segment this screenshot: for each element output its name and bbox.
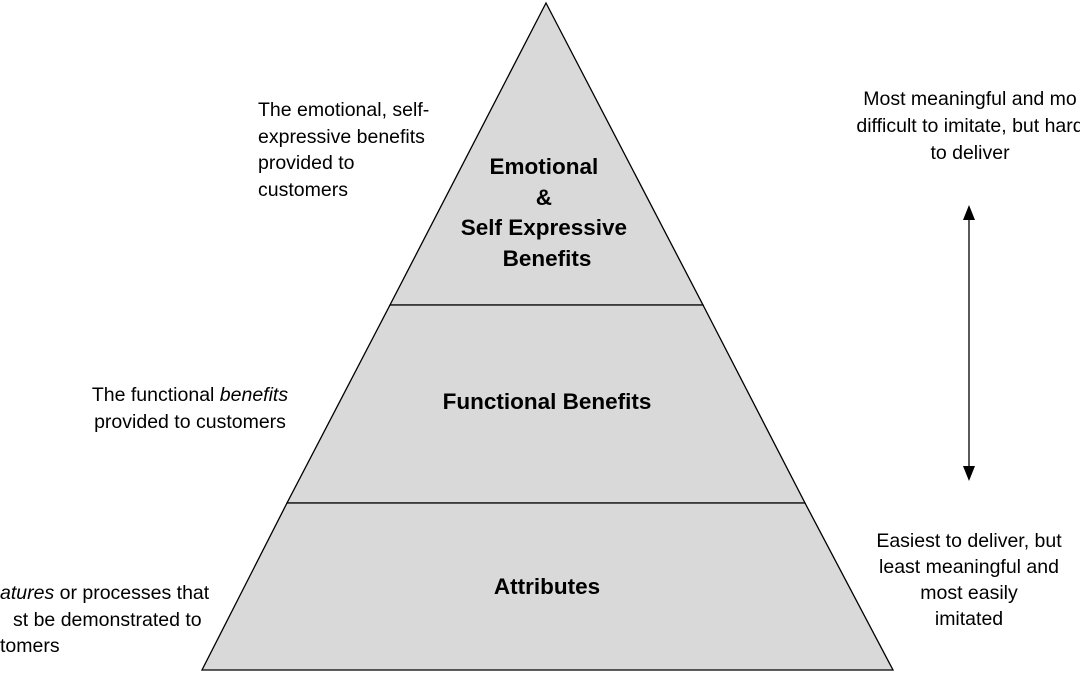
right-note-top: Most meaningful and mo difficult to imit… — [820, 86, 1080, 167]
left-note-attributes-line: tomers — [0, 635, 60, 657]
right-note-bottom-line: least meaningful and — [879, 556, 1059, 578]
left-note-emotional: The emotional, self- expressive benefits… — [258, 97, 429, 203]
tier-label-attributes: Attributes — [494, 574, 600, 599]
left-note-emotional-line: The emotional, self- — [258, 99, 430, 121]
right-note-top-line: to deliver — [930, 142, 1010, 164]
pyramid-tier-attributes — [200, 502, 895, 671]
tier-label-emotional: Emotional & Self Expressive Benefits — [461, 154, 634, 271]
right-note-bottom: Easiest to deliver, but least meaningful… — [855, 528, 1080, 632]
right-note-bottom-line: Easiest to deliver, but — [876, 530, 1062, 552]
left-note-functional-text: The functional — [91, 384, 220, 406]
right-note-bottom-line: most easily — [920, 582, 1018, 604]
left-note-attributes: atures or processes that st be demonstra… — [0, 580, 209, 660]
right-note-top-line: difficult to imitate, but hard — [856, 115, 1080, 137]
arrow-head-up-icon — [963, 205, 975, 220]
left-note-attributes-line: atures or processes that — [0, 580, 209, 607]
left-note-functional-line: provided to customers — [94, 410, 286, 433]
left-note-attributes-text: or processes that — [54, 582, 210, 604]
left-note-attributes-italic: atures — [0, 582, 55, 604]
left-note-emotional-line: expressive benefits — [258, 125, 425, 148]
right-note-bottom-line: imitated — [934, 608, 1004, 630]
left-note-emotional-line: provided to — [258, 152, 355, 174]
tier-label-functional: Functional Benefits — [443, 389, 652, 414]
bidirectional-arrow — [963, 205, 975, 481]
arrow-head-down-icon — [963, 466, 975, 481]
left-note-attributes-line: st be demonstrated to — [13, 608, 202, 631]
left-note-functional-line: The functional benefits — [70, 382, 310, 409]
right-note-top-line: Most meaningful and mo — [863, 88, 1077, 110]
left-note-emotional-line: customers — [258, 178, 348, 201]
left-note-functional: The functional benefits provided to cust… — [70, 382, 310, 435]
left-note-functional-italic: benefits — [219, 384, 289, 406]
